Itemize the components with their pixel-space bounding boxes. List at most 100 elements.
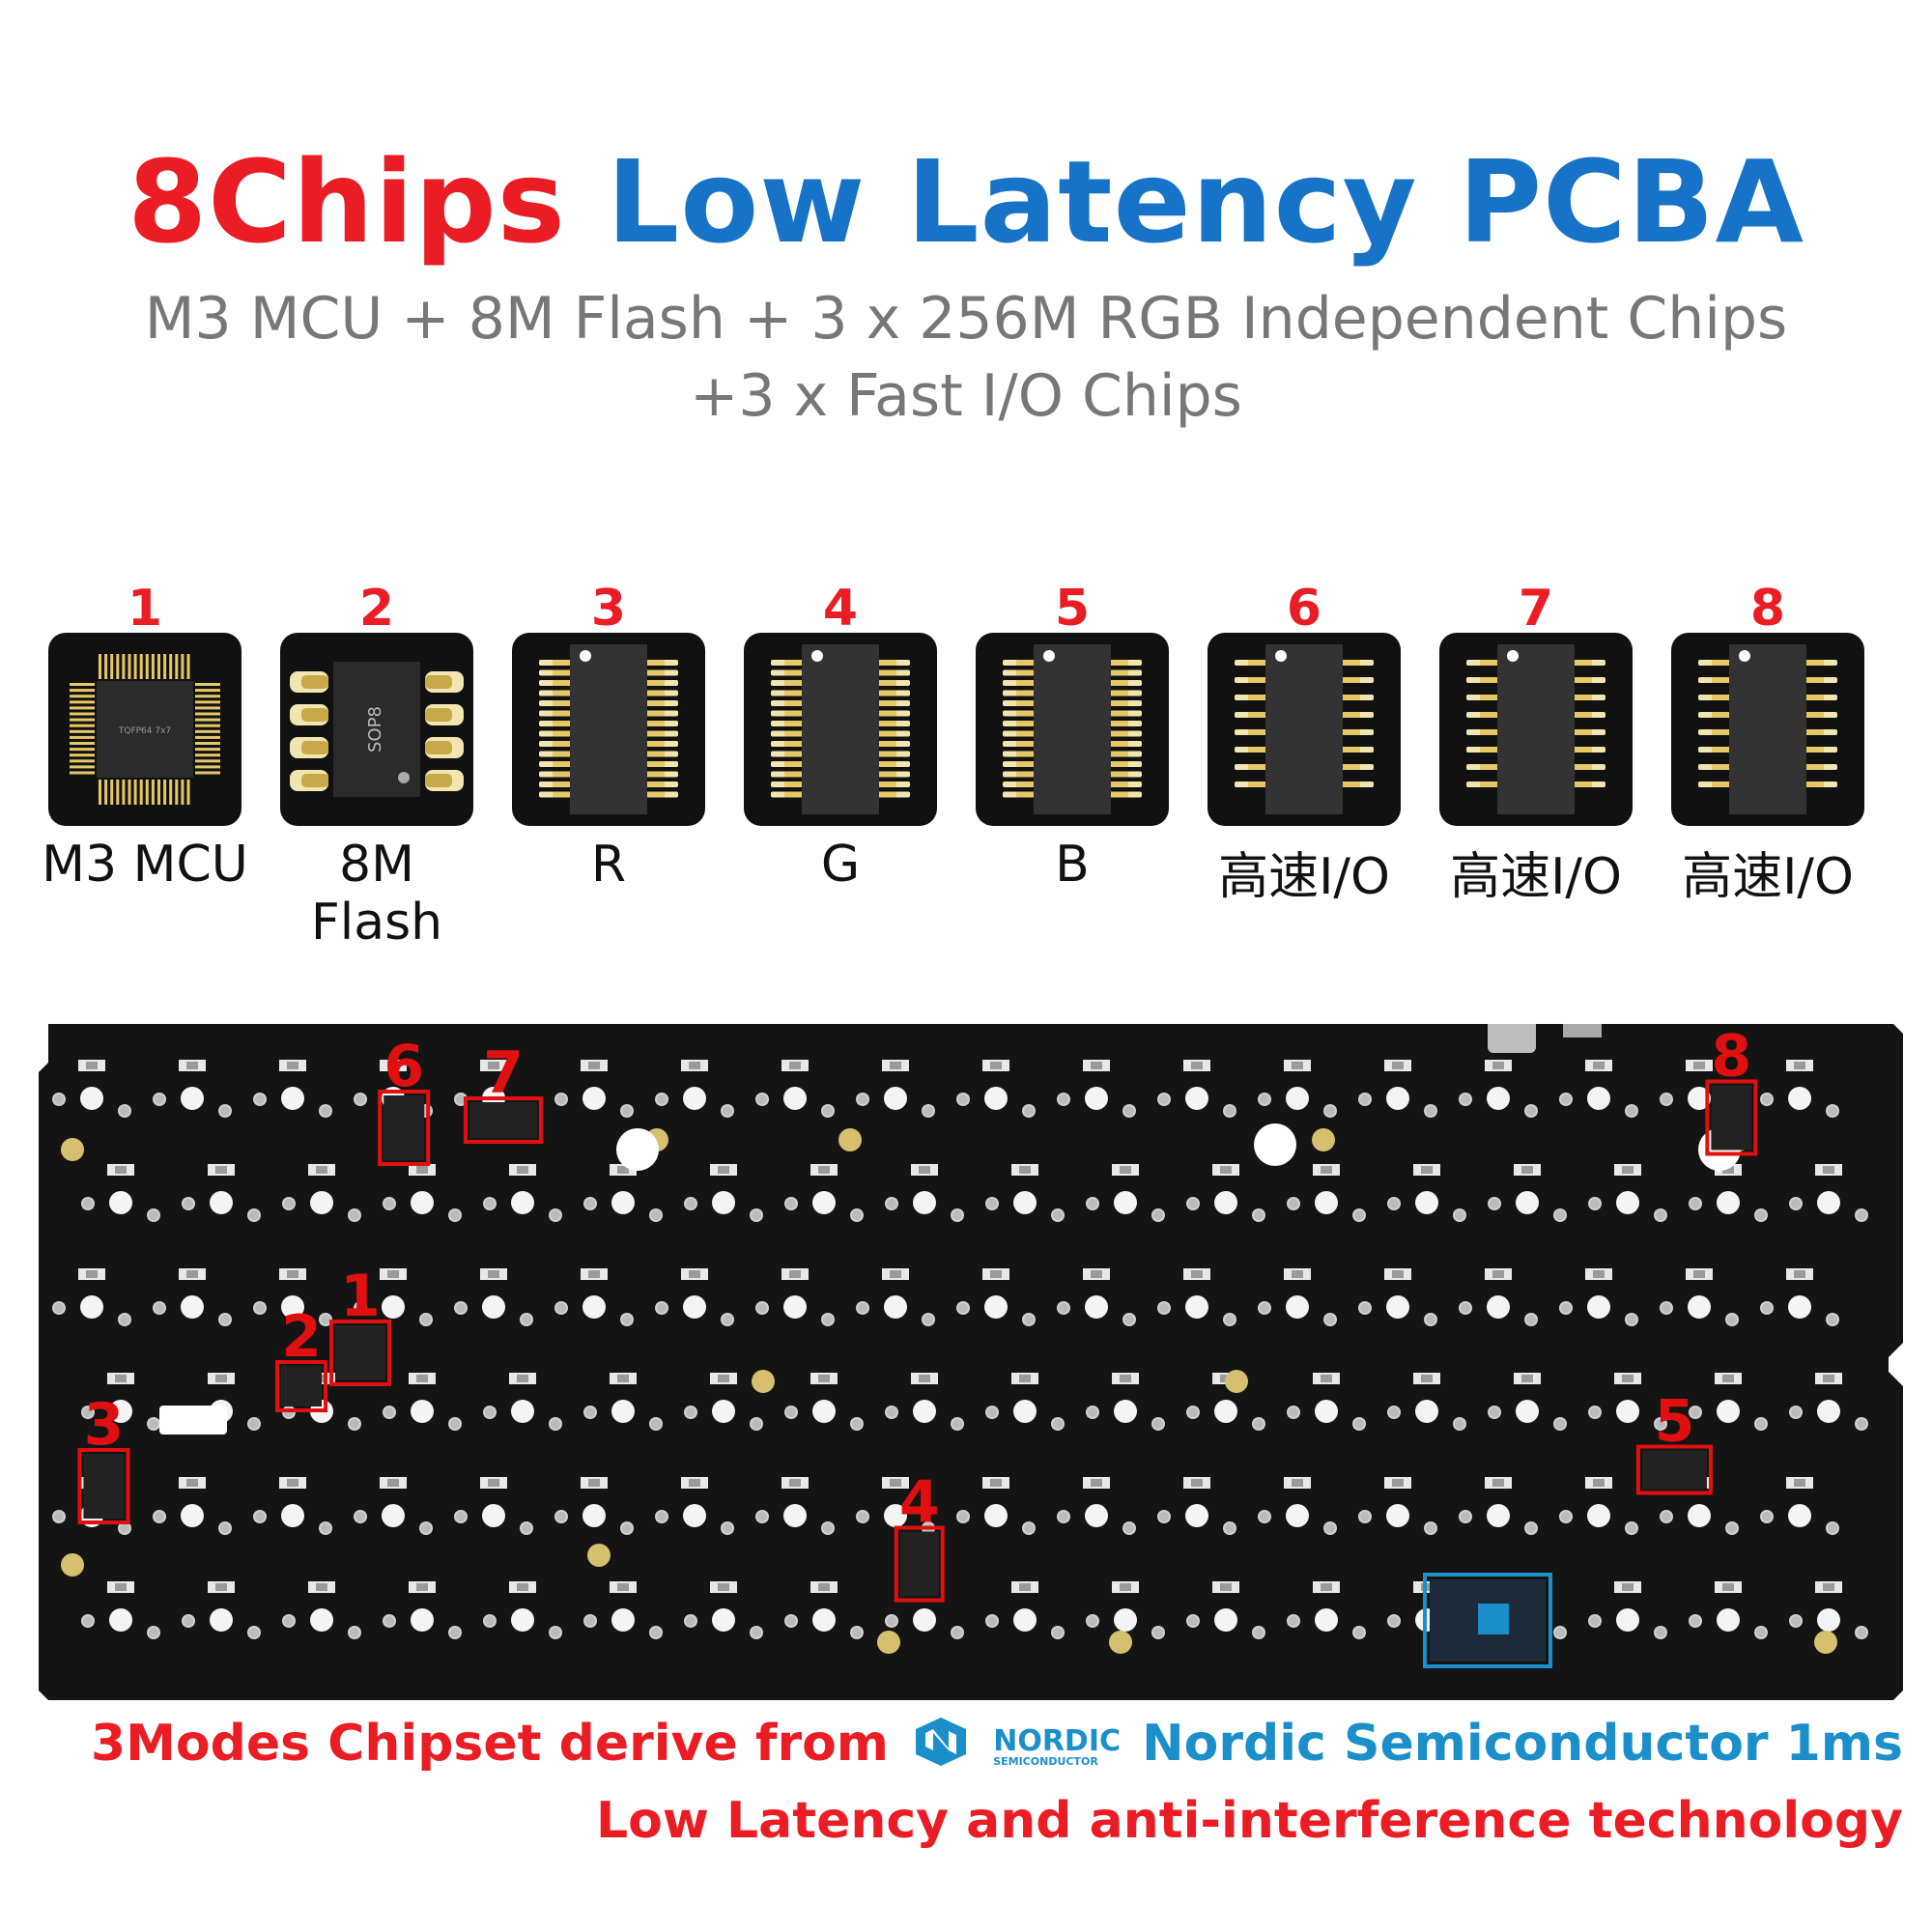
key-footprint bbox=[182, 1164, 261, 1222]
chip-package-icon bbox=[771, 644, 910, 814]
key-footprint bbox=[1689, 1373, 1768, 1431]
mounting-hole bbox=[752, 1370, 775, 1393]
key-footprint bbox=[153, 1268, 232, 1326]
footer-line-1: 3Modes Chipset derive from NORDIC SEMICO… bbox=[91, 1715, 1903, 1778]
chip-package-icon bbox=[1466, 644, 1605, 814]
pcb-marker-label: 2 bbox=[281, 1303, 322, 1371]
key-footprint bbox=[1258, 1477, 1337, 1535]
key-footprint bbox=[383, 1164, 462, 1222]
footer-blue-text: Nordic Semiconductor 1ms bbox=[1142, 1715, 1903, 1773]
pcb-marker-label: 6 bbox=[384, 1033, 424, 1100]
mounting-hole bbox=[1109, 1631, 1132, 1654]
pcb-marker-label: 5 bbox=[1655, 1388, 1695, 1456]
key-footprint bbox=[1660, 1268, 1739, 1326]
key-footprint bbox=[483, 1581, 562, 1639]
key-footprint bbox=[1358, 1268, 1437, 1326]
chip-label-5: B bbox=[1055, 836, 1090, 894]
key-footprint bbox=[81, 1581, 160, 1639]
pcb-marker-6: 6 bbox=[378, 1033, 431, 1166]
pcb-marker-label: 4 bbox=[899, 1469, 940, 1537]
key-footprint bbox=[1186, 1164, 1265, 1222]
key-footprint bbox=[985, 1164, 1065, 1222]
chip-tile-8 bbox=[1671, 633, 1864, 826]
key-footprint bbox=[784, 1581, 864, 1639]
key-footprint bbox=[985, 1373, 1065, 1431]
chip-package-text: TQFP64 7x7 bbox=[118, 726, 171, 736]
key-footprint bbox=[583, 1373, 663, 1431]
mounting-hole bbox=[1225, 1370, 1248, 1393]
key-footprint bbox=[282, 1164, 361, 1222]
key-footprint bbox=[684, 1373, 763, 1431]
chip-tile-2: SOP8 bbox=[280, 633, 473, 826]
key-footprint bbox=[755, 1060, 835, 1118]
key-footprint bbox=[554, 1060, 634, 1118]
key-footprint bbox=[755, 1477, 835, 1535]
key-footprint bbox=[1488, 1373, 1567, 1431]
chip-number-7: 7 bbox=[1518, 580, 1554, 638]
key-footprint bbox=[856, 1060, 935, 1118]
key-footprint bbox=[153, 1477, 232, 1535]
board-cutout bbox=[159, 1406, 227, 1435]
key-footprint bbox=[1358, 1060, 1437, 1118]
mounting-hole bbox=[1312, 1128, 1335, 1151]
key-footprint bbox=[1588, 1373, 1667, 1431]
key-footprint bbox=[856, 1268, 935, 1326]
key-footprint bbox=[1789, 1581, 1868, 1639]
chip-tile-6 bbox=[1208, 633, 1401, 826]
key-footprint bbox=[554, 1477, 634, 1535]
key-footprint bbox=[956, 1268, 1036, 1326]
key-footprint bbox=[1287, 1581, 1366, 1639]
key-footprint bbox=[1459, 1060, 1538, 1118]
key-footprint bbox=[583, 1581, 663, 1639]
pcb-marker-7: 7 bbox=[463, 1039, 543, 1144]
subtitle-line-1: M3 MCU + 8M Flash + 3 x 256M RGB Indepen… bbox=[144, 285, 1788, 353]
footer-red-text: 3Modes Chipset derive from bbox=[90, 1715, 889, 1773]
key-footprint bbox=[684, 1164, 763, 1222]
title-blue-part: Low Latency PCBA bbox=[607, 135, 1804, 269]
chip-number-1: 1 bbox=[127, 580, 163, 638]
mounting-hole bbox=[1814, 1631, 1837, 1654]
chip-tile-1: TQFP64 7x7 bbox=[48, 633, 242, 826]
key-footprint bbox=[383, 1581, 462, 1639]
key-footprint bbox=[1086, 1581, 1165, 1639]
key-footprint bbox=[1387, 1164, 1466, 1222]
nordic-logo-icon bbox=[912, 1716, 970, 1778]
key-footprint bbox=[454, 1477, 533, 1535]
key-footprint bbox=[483, 1373, 562, 1431]
chip-label-1: M3 MCU bbox=[42, 836, 248, 894]
key-footprint bbox=[956, 1060, 1036, 1118]
key-footprint bbox=[1459, 1268, 1538, 1326]
key-footprint bbox=[1157, 1060, 1236, 1118]
chip-package-icon bbox=[539, 644, 678, 814]
chip-label-7: 高速I/O bbox=[1450, 848, 1622, 906]
key-footprint bbox=[1057, 1060, 1136, 1118]
chip-package-icon bbox=[1235, 644, 1374, 814]
pcb-marker-3: 3 bbox=[77, 1391, 130, 1524]
chip-number-4: 4 bbox=[822, 580, 859, 638]
key-footprint bbox=[81, 1373, 160, 1431]
chip-tile-4 bbox=[744, 633, 937, 826]
chip-number-3: 3 bbox=[590, 580, 627, 638]
key-footprint bbox=[1689, 1164, 1768, 1222]
page-title: 8Chips Low Latency PCBA bbox=[0, 135, 1932, 269]
pcb-marker-label: 8 bbox=[1711, 1024, 1751, 1091]
key-footprint bbox=[1559, 1477, 1638, 1535]
nordic-module bbox=[1423, 1573, 1552, 1668]
key-footprint bbox=[655, 1060, 734, 1118]
key-footprint bbox=[1760, 1060, 1839, 1118]
key-footprint bbox=[1689, 1581, 1768, 1639]
key-footprint bbox=[985, 1581, 1065, 1639]
key-footprint bbox=[1488, 1164, 1567, 1222]
key-footprint bbox=[454, 1268, 533, 1326]
key-footprint bbox=[1287, 1373, 1366, 1431]
key-footprint bbox=[383, 1373, 462, 1431]
chip-tile-3 bbox=[512, 633, 705, 826]
chip-number-6: 6 bbox=[1286, 580, 1322, 638]
key-footprint bbox=[1258, 1268, 1337, 1326]
key-footprint bbox=[354, 1477, 433, 1535]
key-footprint bbox=[655, 1477, 734, 1535]
key-footprint bbox=[1057, 1477, 1136, 1535]
pcb-marker-1: 1 bbox=[329, 1263, 392, 1386]
mounting-hole bbox=[61, 1138, 84, 1161]
